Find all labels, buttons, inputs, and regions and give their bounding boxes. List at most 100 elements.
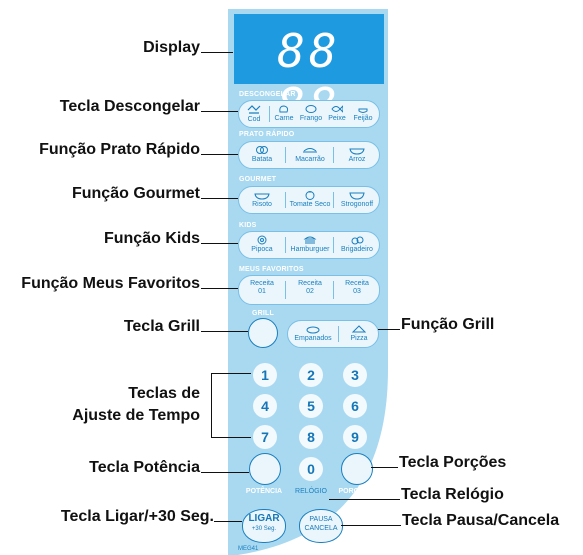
model-code: MEG41 bbox=[238, 546, 259, 552]
favorite-receita-03-button[interactable]: Receita 03 bbox=[335, 276, 379, 304]
quick-batata-label: Batata bbox=[251, 156, 273, 163]
kids-brigadeiro-button[interactable]: Brigadeiro bbox=[335, 232, 379, 258]
leader-line bbox=[201, 288, 238, 289]
kids-pipoca-label: Pipoca bbox=[251, 246, 273, 253]
fish-icon bbox=[331, 105, 343, 113]
defrost-cod-button[interactable]: Cod bbox=[239, 101, 269, 127]
favorite-01-line1: Receita bbox=[250, 280, 274, 287]
callout-grill-key: Tecla Grill bbox=[123, 318, 200, 335]
separator bbox=[333, 281, 334, 299]
defrost-feijao-label: Feijão bbox=[353, 115, 373, 122]
pause-label: PAUSA bbox=[309, 516, 333, 523]
gourmet-risoto-button[interactable]: Risoto bbox=[239, 187, 285, 213]
pause-cancel-button[interactable]: PAUSA CANCELA bbox=[299, 509, 343, 543]
quick-batata-button[interactable]: Batata bbox=[239, 142, 285, 168]
power-button[interactable] bbox=[249, 453, 281, 485]
gourmet-section-title: GOURMET bbox=[239, 176, 277, 183]
key-9[interactable]: 9 bbox=[343, 425, 367, 449]
key-1[interactable]: 1 bbox=[253, 363, 277, 387]
defrost-frango-label: Frango bbox=[299, 115, 323, 122]
start-plus-30-button[interactable]: LIGAR +30 Seg. bbox=[242, 509, 286, 543]
separator bbox=[333, 237, 334, 253]
favorite-02-line1: Receita bbox=[298, 280, 322, 287]
chicken-icon bbox=[305, 105, 317, 113]
favorite-receita-01-button[interactable]: Receita 01 bbox=[239, 276, 285, 304]
grill-button[interactable] bbox=[248, 318, 278, 348]
callout-start-key: Tecla Ligar/+30 Seg. bbox=[60, 508, 214, 525]
key-5[interactable]: 5 bbox=[299, 394, 323, 418]
defrost-feijao-button[interactable]: Feijão bbox=[349, 101, 377, 127]
quick-dish-button-group: Batata Macarrão Arroz bbox=[238, 141, 380, 169]
quick-dish-section-title: PRATO RÁPIDO bbox=[239, 131, 295, 138]
kids-pipoca-button[interactable]: Pipoca bbox=[239, 232, 285, 258]
key-4[interactable]: 4 bbox=[253, 394, 277, 418]
separator bbox=[285, 281, 286, 299]
callout-gourmet: Função Gourmet bbox=[71, 185, 200, 202]
favorite-01-line2: 01 bbox=[258, 288, 266, 296]
separator bbox=[269, 106, 270, 122]
gourmet-strogonoff-button[interactable]: Strogonoff bbox=[335, 187, 379, 213]
grill-pizza-button[interactable]: Pizza bbox=[340, 321, 378, 347]
quick-macarrao-label: Macarrão bbox=[295, 156, 325, 163]
grill-empanados-label: Empanados bbox=[294, 335, 332, 342]
key-8[interactable]: 8 bbox=[299, 425, 323, 449]
hamburger-icon bbox=[303, 236, 317, 244]
defrost-cod-label: Cod bbox=[247, 116, 261, 123]
leader-line bbox=[201, 154, 238, 155]
leader-line bbox=[201, 472, 249, 473]
separator bbox=[333, 192, 334, 208]
bracket-line bbox=[211, 373, 251, 374]
start-label: LIGAR bbox=[248, 513, 280, 524]
separator bbox=[285, 237, 286, 253]
key-7[interactable]: 7 bbox=[253, 425, 277, 449]
gourmet-tomate-seco-button[interactable]: Tomate Seco bbox=[287, 187, 333, 213]
callout-portions-key: Tecla Porções bbox=[399, 454, 507, 471]
key-6[interactable]: 6 bbox=[343, 394, 367, 418]
leader-line bbox=[201, 111, 238, 112]
favorite-03-line1: Receita bbox=[345, 280, 369, 287]
grill-empanados-button[interactable]: Empanados bbox=[288, 321, 338, 347]
brigadeiro-icon bbox=[351, 236, 364, 245]
grill-function-group: Empanados Pizza bbox=[287, 320, 379, 348]
quick-arroz-label: Arroz bbox=[348, 156, 366, 163]
separator bbox=[338, 326, 339, 342]
defrost-carne-label: Carne bbox=[274, 115, 294, 122]
kids-hamburguer-label: Hamburguer bbox=[290, 246, 330, 253]
callout-pause-key: Tecla Pausa/Cancela bbox=[402, 512, 560, 529]
quick-arroz-button[interactable]: Arroz bbox=[335, 142, 379, 168]
defrost-button-group: Cod Carne Frango Peixe Feijão bbox=[238, 100, 380, 128]
strogonoff-icon bbox=[349, 192, 365, 200]
separator bbox=[285, 147, 286, 163]
potato-icon bbox=[256, 146, 268, 154]
quick-macarrao-button[interactable]: Macarrão bbox=[287, 142, 333, 168]
portions-button[interactable] bbox=[341, 453, 373, 485]
favorite-receita-02-button[interactable]: Receita 02 bbox=[287, 276, 333, 304]
kids-brigadeiro-label: Brigadeiro bbox=[341, 246, 373, 253]
defrost-peixe-button[interactable]: Peixe bbox=[325, 101, 349, 127]
display-screen: 88 88 bbox=[234, 14, 384, 132]
key-3[interactable]: 3 bbox=[343, 363, 367, 387]
favorites-button-group: Receita 01 Receita 02 Receita 03 bbox=[238, 275, 380, 305]
pizza-icon bbox=[351, 325, 367, 333]
separator bbox=[333, 147, 334, 163]
leader-line bbox=[201, 243, 238, 244]
callout-defrost-key: Tecla Descongelar bbox=[59, 98, 200, 115]
meat-icon bbox=[279, 105, 289, 113]
tomato-icon bbox=[305, 191, 315, 200]
risotto-icon bbox=[254, 193, 270, 200]
kids-hamburguer-button[interactable]: Hamburguer bbox=[287, 232, 333, 258]
leader-line bbox=[214, 521, 242, 522]
gourmet-strogonoff-label: Strogonoff bbox=[340, 201, 374, 208]
key-0[interactable]: 0 bbox=[299, 457, 323, 481]
defrost-section-title: DESCONGELAR bbox=[239, 91, 296, 98]
callout-quick-dish: Função Prato Rápido bbox=[39, 141, 200, 158]
defrost-frango-button[interactable]: Frango bbox=[297, 101, 325, 127]
callout-clock-key: Tecla Relógio bbox=[401, 486, 504, 503]
defrost-peixe-label: Peixe bbox=[328, 115, 346, 122]
key-2[interactable]: 2 bbox=[299, 363, 323, 387]
clock-label: RELÓGIO bbox=[295, 488, 327, 495]
defrost-carne-button[interactable]: Carne bbox=[271, 101, 297, 127]
favorite-03-line2: 03 bbox=[353, 288, 361, 296]
leader-line bbox=[341, 525, 401, 526]
favorite-02-line2: 02 bbox=[306, 288, 314, 296]
